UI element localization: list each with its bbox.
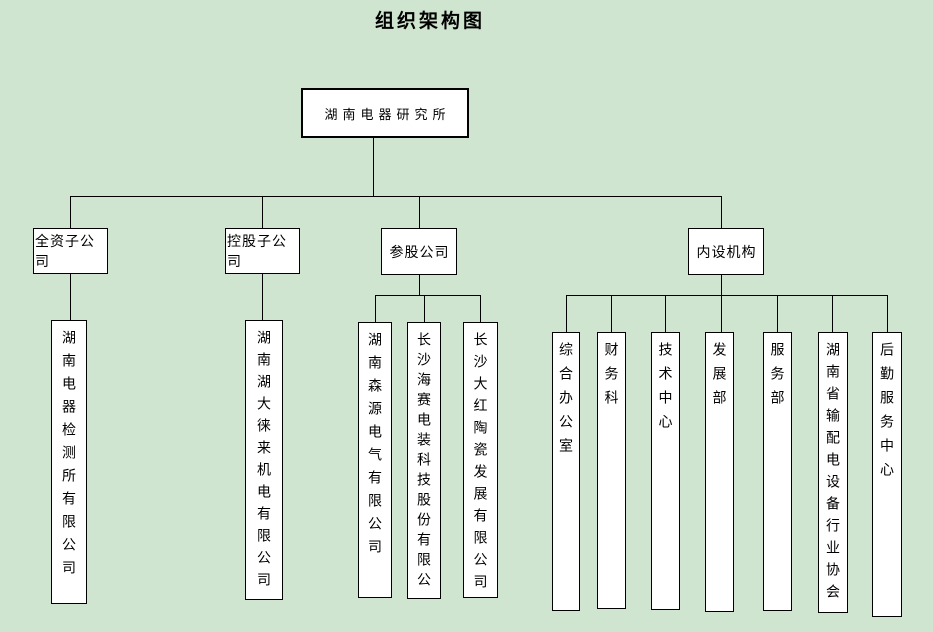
org-leaf-node: 湖南电器检测所有限公司 — [51, 320, 87, 604]
org-leaf-node: 综合办公室 — [552, 332, 580, 611]
connector-leaf-drop — [721, 275, 722, 295]
connector-internal-rail — [566, 295, 887, 296]
org-leaf-node: 长沙海赛电装科技股份有限公 — [407, 322, 441, 599]
org-leaf-node: 技术中心 — [651, 332, 680, 610]
connector-branch-stub — [721, 197, 722, 228]
connector-leaf-stub — [566, 295, 567, 332]
org-leaf-node: 湖南森源电气有限公司 — [358, 322, 392, 598]
org-leaf-node: 后勤服务中心 — [872, 332, 902, 617]
connector-branch-rail — [70, 196, 722, 197]
connector-root-drop — [373, 138, 374, 196]
connector-leaf-stub — [777, 295, 778, 332]
org-branch-node-internal: 内设机构 — [688, 228, 764, 275]
org-branch-node-wholly-owned: 全资子公司 — [33, 228, 108, 274]
org-leaf-node: 发展部 — [705, 332, 734, 612]
connector-leaf-drop — [419, 275, 420, 295]
org-leaf-node: 湖南省输配电设备行业协会 — [818, 332, 848, 613]
org-leaf-node: 湖南湖大徕来机电有限公司 — [245, 320, 283, 600]
org-leaf-node: 服务部 — [763, 332, 792, 611]
org-branch-node-holding: 控股子公司 — [225, 228, 300, 274]
connector-leaf-stub — [611, 295, 612, 332]
org-leaf-node: 长沙大红陶瓷发展有限公司 — [463, 322, 498, 598]
org-leaf-node: 财务科 — [597, 332, 626, 609]
connector-equity-rail — [375, 295, 481, 296]
connector-leaf-stub — [424, 295, 425, 322]
connector-leaf-drop — [70, 274, 71, 320]
diagram-title: 组织架构图 — [374, 11, 485, 32]
connector-leaf-stub — [665, 295, 666, 332]
connector-branch-stub — [419, 197, 420, 228]
connector-leaf-stub — [375, 295, 376, 322]
connector-leaf-stub — [480, 295, 481, 322]
connector-branch-stub — [70, 197, 71, 228]
connector-leaf-stub — [832, 295, 833, 332]
connector-leaf-stub — [887, 295, 888, 332]
connector-leaf-drop — [262, 274, 263, 320]
org-root-node: 湖南电器研究所 — [301, 88, 469, 138]
connector-branch-stub — [262, 197, 263, 228]
org-branch-node-equity: 参股公司 — [381, 228, 457, 275]
connector-leaf-stub — [721, 295, 722, 332]
